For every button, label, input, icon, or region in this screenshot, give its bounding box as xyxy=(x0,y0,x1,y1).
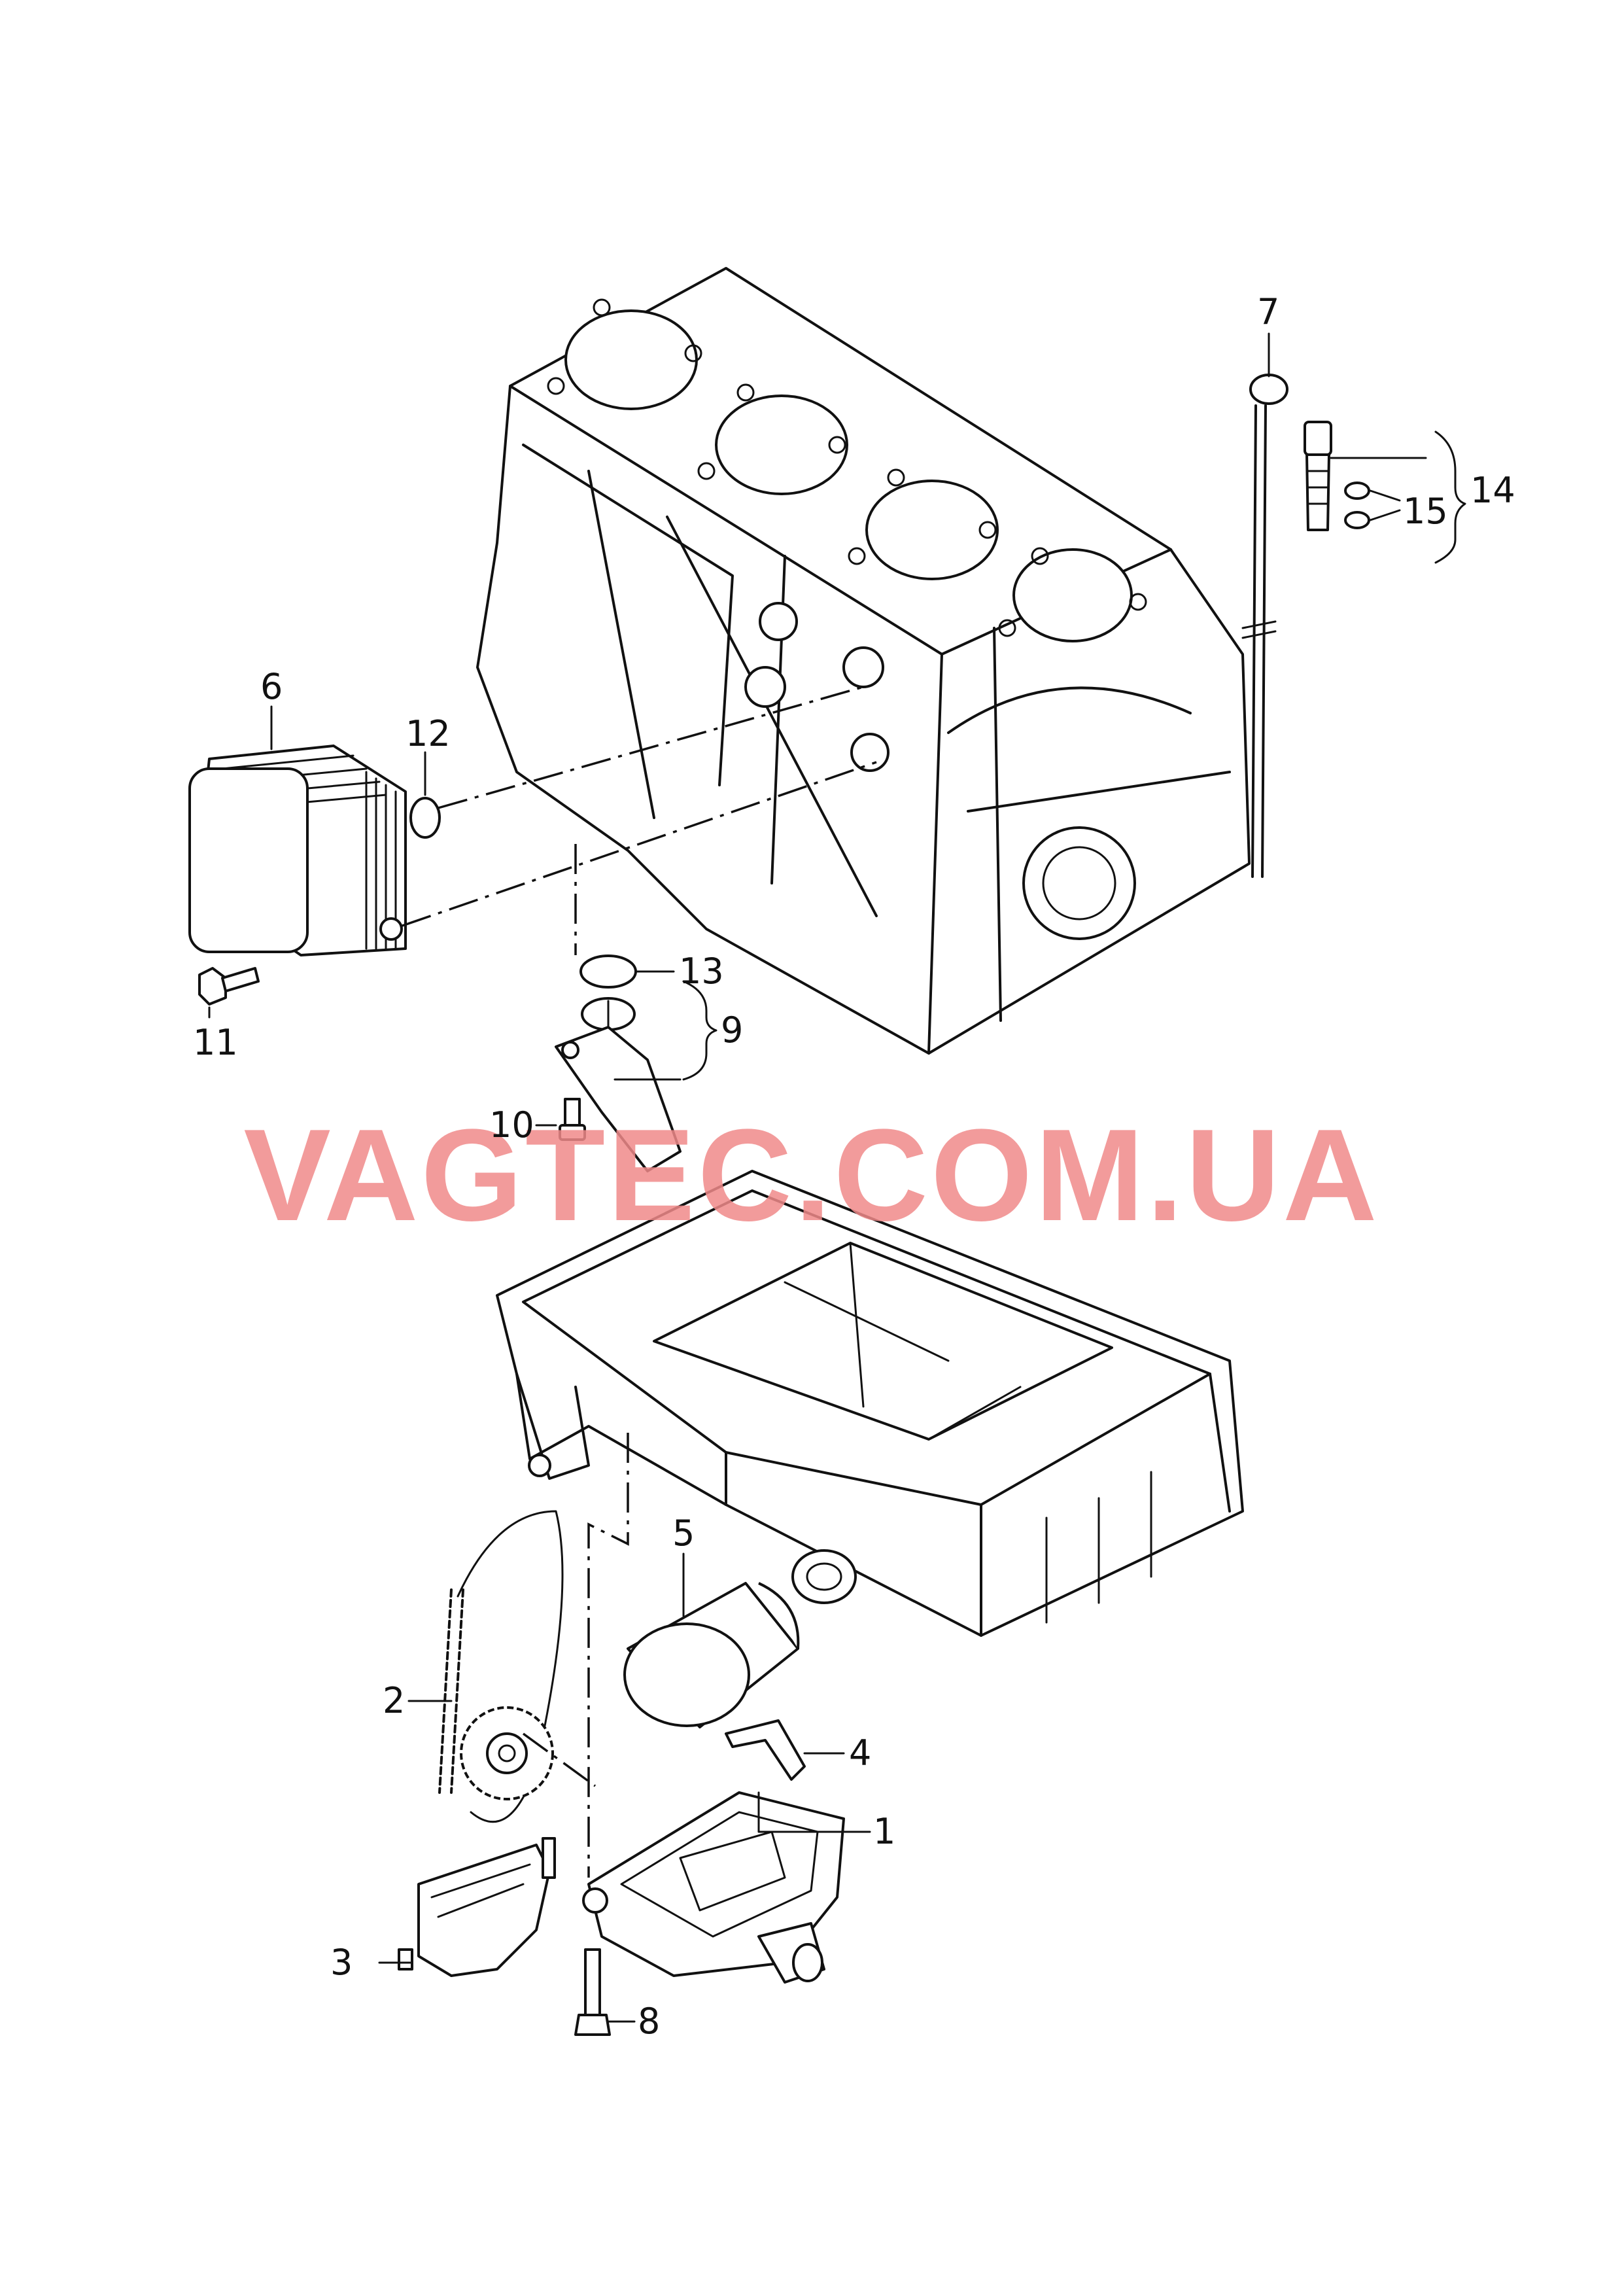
oil-sump xyxy=(496,1170,1244,1637)
callout-5: 5 xyxy=(672,1513,695,1554)
cover-3 xyxy=(398,1837,556,1977)
callout-1: 1 xyxy=(873,1811,895,1852)
callout-12: 12 xyxy=(406,713,451,754)
callout-10: 10 xyxy=(489,1104,534,1146)
oil-pickup-pipe xyxy=(555,955,682,1172)
assembly-lines xyxy=(402,686,877,1878)
callout-8: 8 xyxy=(638,2001,660,2042)
callout-6: 6 xyxy=(260,666,283,707)
gasket-4 xyxy=(725,1719,806,1781)
bolt-8 xyxy=(574,1948,611,2036)
callout-labels: 1 2 3 4 5 6 7 8 9 10 11 12 13 14 15 xyxy=(193,291,1515,2042)
callout-3: 3 xyxy=(330,1942,353,1983)
sprocket xyxy=(460,1706,554,1800)
bolt-11 xyxy=(198,967,260,1006)
callout-14: 14 xyxy=(1470,470,1515,511)
callout-13: 13 xyxy=(679,951,724,992)
oil-pump xyxy=(582,1791,845,1984)
callout-2: 2 xyxy=(383,1680,405,1721)
watermark: VAGTEC.COM.UA xyxy=(243,1102,1379,1248)
oil-filter xyxy=(623,1549,857,1728)
engine-block xyxy=(476,267,1251,1055)
oil-cooler xyxy=(188,745,407,956)
leader-lines xyxy=(208,332,1466,2023)
callout-9: 9 xyxy=(721,1009,743,1051)
callout-7: 7 xyxy=(1257,291,1279,332)
dipstick xyxy=(1241,374,1288,878)
drive-chain xyxy=(438,1510,564,1823)
bolt-10 xyxy=(559,1098,586,1141)
dipstick-guide xyxy=(1304,421,1370,531)
callout-15: 15 xyxy=(1403,491,1448,532)
callout-4: 4 xyxy=(849,1732,871,1774)
o-ring-12 xyxy=(409,797,441,839)
callout-11: 11 xyxy=(193,1022,238,1063)
